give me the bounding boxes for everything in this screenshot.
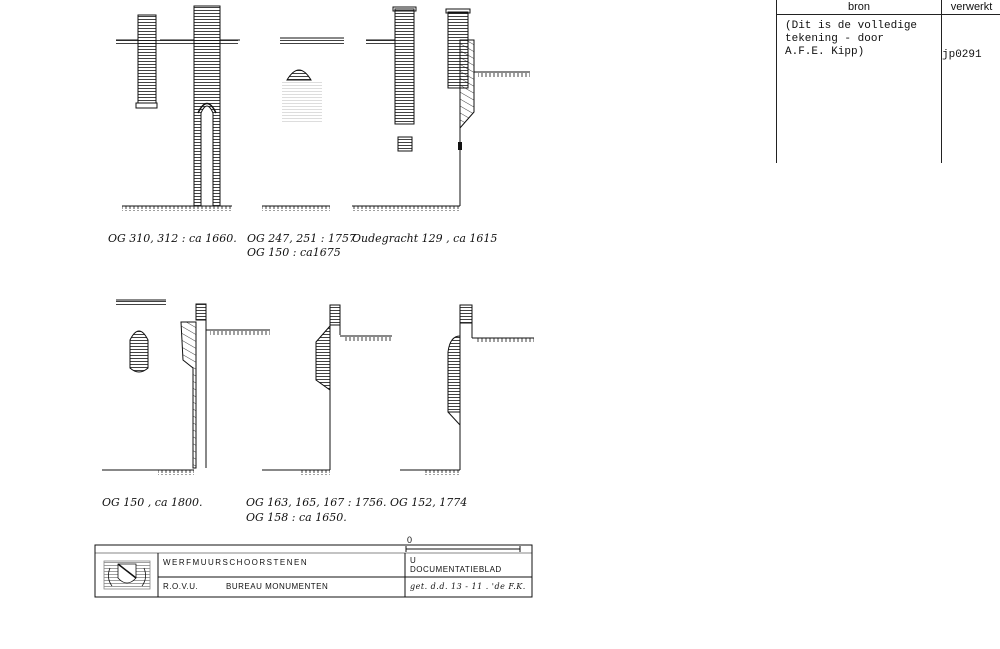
city-coat-of-arms	[103, 560, 151, 590]
drawing-og310-312	[116, 5, 240, 211]
title-block-dept: BUREAU MONUMENTEN	[226, 582, 329, 591]
title-block-title: WERFMUURSCHOORSTENEN	[163, 558, 309, 567]
title-block-org: R.O.V.U.	[163, 582, 199, 591]
title-block-frame	[94, 544, 533, 598]
bron-header: bron	[777, 0, 941, 15]
caption-drawing3: Oudegracht 129 , ca 1615	[352, 232, 498, 245]
caption-drawing6: OG 152, 1774	[390, 496, 468, 509]
drawing-og152	[400, 304, 534, 475]
caption-drawing1: OG 310, 312 : ca 1660.	[108, 232, 237, 245]
caption-drawing5-line1: OG 163, 165, 167 : 1756.	[246, 496, 387, 509]
verwerkt-header: verwerkt	[942, 0, 1000, 15]
verwerkt-value: jp0291	[942, 49, 982, 61]
caption-drawing4: OG 150 , ca 1800.	[102, 496, 203, 509]
caption-drawing5-line2: OG 158 : ca 1650.	[246, 511, 347, 524]
bron-line-1: (Dit is de volledige	[785, 20, 918, 32]
bron-text: (Dit is de volledige tekening - door A.F…	[785, 20, 917, 59]
title-block-drawn: get. d.d. 13 - 11 . 'de F.K.	[410, 582, 526, 591]
drawing-og163-167	[262, 304, 392, 475]
title-block-sheet-code: U	[410, 556, 417, 565]
bron-line-2: tekening - door	[785, 33, 885, 45]
source-table: bron verwerkt (Dit is de volledige teken…	[776, 0, 1000, 163]
caption-drawing2-line2: OG 150 : ca1675	[247, 246, 341, 259]
drawing-oudegracht-129	[352, 6, 530, 211]
bron-line-3: A.F.E. Kipp)	[785, 46, 865, 58]
drawing-og247-251	[262, 37, 344, 211]
title-block-sheet-type: DOCUMENTATIEBLAD	[410, 565, 502, 574]
caption-drawing2-line1: OG 247, 251 : 1757	[247, 232, 356, 245]
scale-bar-zero: 0	[407, 535, 413, 545]
drawing-og150	[102, 299, 270, 475]
table-column-divider	[941, 0, 942, 163]
